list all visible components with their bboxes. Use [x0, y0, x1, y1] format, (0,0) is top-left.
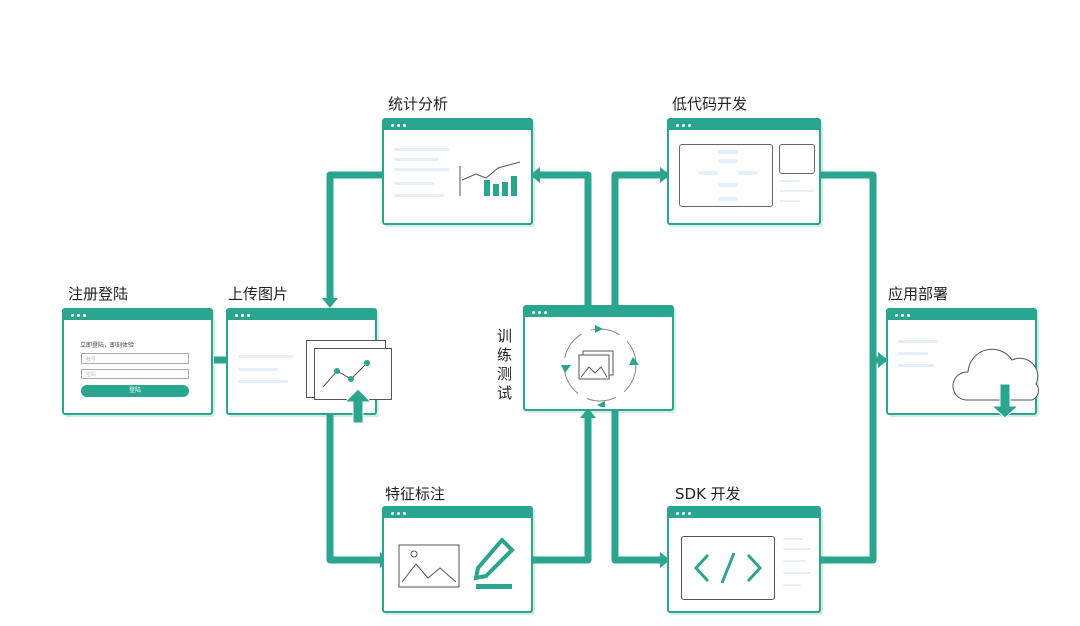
login-button[interactable]: 登陆	[81, 385, 189, 397]
stats-window	[382, 118, 533, 225]
flow-editor	[679, 144, 773, 207]
account-input[interactable]: 账号	[81, 353, 189, 364]
connector-train-stats	[540, 171, 592, 305]
connector-stats-upload	[326, 171, 382, 300]
connector-lowcode-sdk-deploy	[820, 171, 877, 564]
annotate-window	[382, 506, 533, 613]
deploy-label: 应用部署	[888, 285, 949, 303]
cloud-download-icon	[952, 348, 1040, 419]
login-label: 注册登陆	[68, 285, 129, 303]
train-label: 训练测试	[497, 327, 513, 402]
deploy-window	[886, 308, 1040, 419]
stats-label: 统计分析	[388, 95, 449, 113]
train-window	[523, 305, 674, 411]
lowcode-window	[667, 118, 821, 225]
upload-label: 上传图片	[228, 285, 289, 303]
chart-image-icon	[314, 348, 392, 400]
password-input[interactable]: 密码	[81, 369, 189, 379]
lowcode-label: 低代码开发	[672, 95, 748, 113]
sdk-label: SDK 开发	[675, 485, 741, 503]
cycle-icon	[561, 325, 639, 407]
connector-upload-annotate	[326, 415, 380, 564]
annotate-label: 特征标注	[385, 485, 446, 503]
bar-chart-icon	[459, 161, 521, 196]
sdk-window	[667, 506, 821, 613]
upload-arrow-icon	[344, 388, 372, 424]
login-prompt: 立即登陆，即刻体验	[80, 342, 135, 349]
pencil-icon	[473, 538, 515, 589]
upload-window	[226, 308, 392, 424]
code-icon	[681, 536, 775, 600]
connector-annotate-train	[532, 418, 592, 564]
image-icon	[398, 544, 460, 588]
login-window: 立即登陆，即刻体验 账号 密码 登陆	[62, 308, 213, 415]
